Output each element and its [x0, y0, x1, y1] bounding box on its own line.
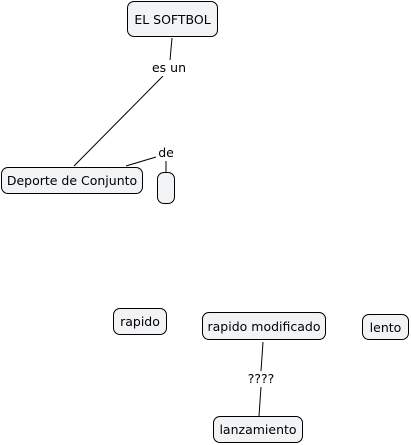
concept-deporte-de-conjunto[interactable]: Deporte de Conjunto	[1, 167, 143, 194]
concept-lanzamiento-label: lanzamiento	[219, 422, 297, 437]
concept-lento-label: lento	[369, 319, 402, 335]
concept-empty[interactable]	[157, 172, 175, 204]
link-unknown-to-lanzamiento	[258, 386, 262, 417]
concept-el-softbol-label: EL SOFTBOL	[134, 11, 211, 27]
concept-deporte-de-conjunto-label: Deporte de Conjunto	[6, 173, 138, 188]
linking-phrase-de[interactable]: de	[156, 145, 176, 161]
link-rapido-modificado-to-unknown	[260, 341, 264, 372]
link-es-un-to-deporte	[73, 75, 164, 167]
concept-rapido-modificado-label: rapido modificado	[207, 318, 321, 334]
concept-rapido-label: rapido	[120, 314, 160, 329]
link-softbol-to-es-un	[169, 37, 173, 61]
linking-phrase-unknown[interactable]: ????	[245, 371, 277, 387]
concept-rapido[interactable]: rapido	[113, 308, 167, 335]
concept-lento[interactable]: lento	[362, 314, 409, 340]
concept-rapido-modificado[interactable]: rapido modificado	[202, 312, 326, 340]
concept-el-softbol[interactable]: EL SOFTBOL	[127, 1, 218, 37]
concept-lanzamiento[interactable]: lanzamiento	[213, 416, 303, 443]
link-deporte-to-de	[125, 156, 157, 167]
linking-phrase-es-un[interactable]: es un	[149, 60, 189, 76]
